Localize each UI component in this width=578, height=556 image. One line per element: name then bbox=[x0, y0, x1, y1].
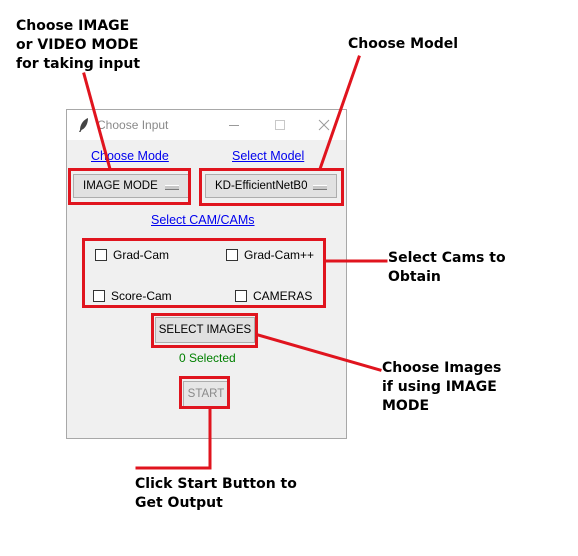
minimize-icon[interactable] bbox=[224, 115, 244, 135]
checkbox-label: Grad-Cam bbox=[113, 248, 170, 262]
mode-menu-value: IMAGE MODE bbox=[83, 180, 158, 192]
checkbox-label: Score-Cam bbox=[111, 289, 172, 303]
dropdown-indicator-icon bbox=[165, 185, 179, 190]
close-icon[interactable] bbox=[314, 115, 334, 135]
window-title: Choose Input bbox=[97, 118, 169, 132]
model-menu-value: KD-EfficientNetB0 bbox=[215, 180, 308, 192]
choose-mode-link[interactable]: Choose Mode bbox=[91, 149, 169, 163]
checkbox-box[interactable] bbox=[93, 290, 105, 302]
cameras-checkbox[interactable]: CAMERAS bbox=[235, 289, 312, 303]
checkbox-box[interactable] bbox=[235, 290, 247, 302]
select-images-button[interactable]: SELECT IMAGES bbox=[155, 317, 255, 343]
title-bar[interactable]: Choose Input bbox=[67, 110, 346, 140]
start-button[interactable]: START bbox=[183, 381, 229, 407]
checkbox-label: CAMERAS bbox=[253, 289, 313, 303]
annotation-choose-mode: Choose IMAGE or VIDEO MODE for taking in… bbox=[16, 18, 141, 72]
mode-menu-button[interactable]: IMAGE MODE bbox=[73, 174, 189, 198]
choose-input-window: Choose Input Choose Mode Select Model IM… bbox=[66, 109, 347, 439]
annotation-click-start: Click Start Button to Get Output bbox=[135, 476, 297, 511]
checkbox-box[interactable] bbox=[226, 249, 238, 261]
select-cams-link[interactable]: Select CAM/CAMs bbox=[151, 213, 255, 227]
feather-icon bbox=[79, 118, 88, 132]
checkbox-box[interactable] bbox=[95, 249, 107, 261]
annotation-choose-model: Choose Model bbox=[348, 36, 459, 52]
annotation-select-cams: Select Cams to Obtain bbox=[388, 250, 506, 285]
select-model-link[interactable]: Select Model bbox=[232, 149, 305, 163]
checkbox-label: Grad-Cam++ bbox=[244, 248, 315, 262]
grad-cam-plus-plus-checkbox[interactable]: Grad-Cam++ bbox=[226, 248, 314, 262]
selected-count-status: 0 Selected bbox=[179, 351, 236, 365]
dropdown-indicator-icon bbox=[313, 185, 327, 190]
grad-cam-checkbox[interactable]: Grad-Cam bbox=[95, 248, 169, 262]
annotation-choose-images: Choose Images if using IMAGE MODE bbox=[382, 360, 502, 414]
score-cam-checkbox[interactable]: Score-Cam bbox=[93, 289, 172, 303]
maximize-icon[interactable] bbox=[270, 115, 290, 135]
model-menu-button[interactable]: KD-EfficientNetB0 bbox=[205, 174, 337, 198]
